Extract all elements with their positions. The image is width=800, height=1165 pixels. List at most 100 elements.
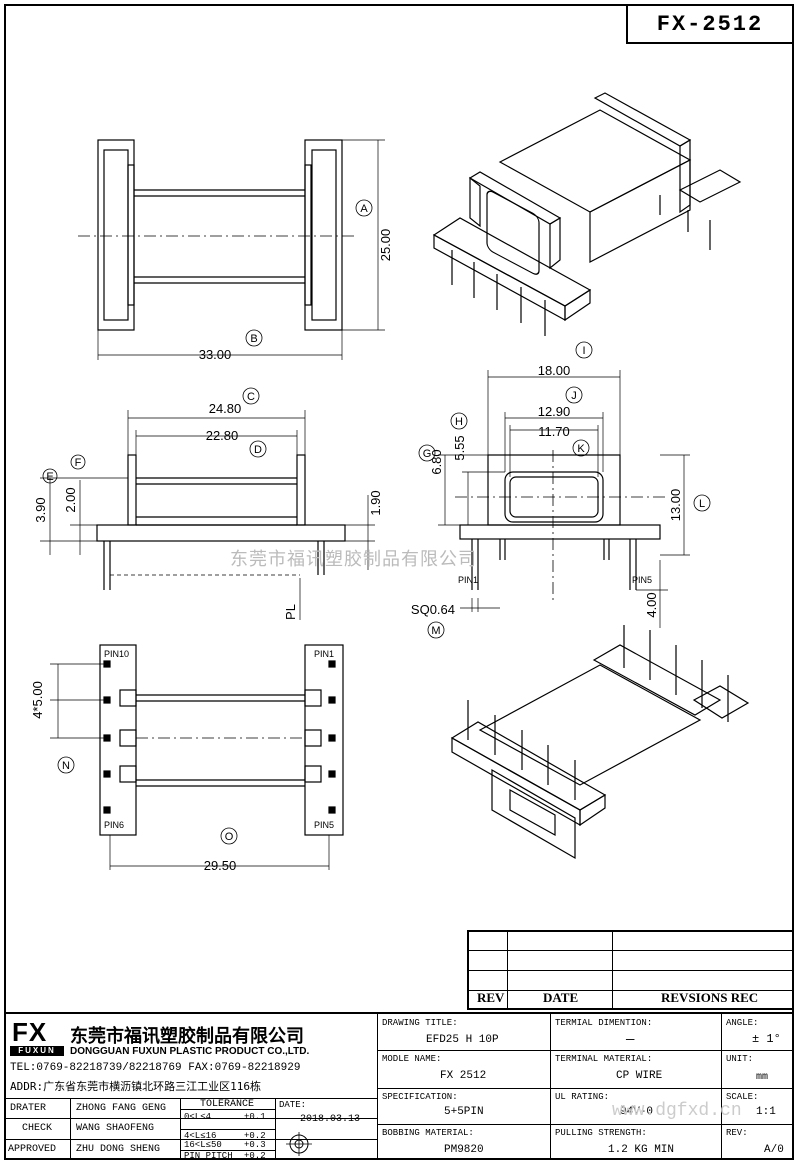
dim-2-00: 2.00 xyxy=(63,487,78,512)
tol-r2: 4<L≤16 xyxy=(184,1131,217,1141)
company-name-en: DONGGUAN FUXUN PLASTIC PRODUCT CO.,LTD. xyxy=(70,1046,310,1057)
company-tel: TEL:0769-82218739/82218769 FAX:0769-8221… xyxy=(10,1062,301,1074)
dim-13-00: 13.00 xyxy=(668,489,683,522)
tol-r3-v: +0.3 xyxy=(244,1140,266,1150)
tol-r1-v: +0.1 xyxy=(244,1112,266,1122)
drawing-frame xyxy=(4,4,794,1160)
ul-value: 94V-0 xyxy=(620,1106,654,1118)
company-logo-sub: FUXUN xyxy=(10,1046,64,1056)
dim-6-80: 6.80 xyxy=(429,449,444,474)
side-pin5-label: PIN5 xyxy=(632,575,652,585)
tol-r1: 0<L≤4 xyxy=(184,1112,212,1122)
date-label: DATE: xyxy=(279,1100,307,1110)
bottom-view xyxy=(50,644,344,870)
term-mat-label: TERMINAL MATERIAL: xyxy=(555,1054,653,1064)
dim-25: 25.00 xyxy=(378,229,393,262)
unit-value: mm xyxy=(756,1072,769,1083)
term-dim-label: TERMIAL DIMENTION: xyxy=(555,1018,653,1028)
date-header: DATE xyxy=(543,990,579,1005)
side-pin1-label: PIN1 xyxy=(458,575,478,585)
approved-value: ZHU DONG SHENG xyxy=(76,1144,161,1155)
ul-label: UL RATING: xyxy=(555,1092,610,1102)
tag-e: E xyxy=(46,471,53,483)
pull-value: 1.2 KG MIN xyxy=(608,1144,675,1156)
tag-j: J xyxy=(571,390,577,402)
iso-view-top xyxy=(432,92,742,336)
company-name-cn: 东莞市福讯塑胶制品有限公司 xyxy=(70,1026,304,1047)
dim-33: 33.00 xyxy=(199,347,232,362)
angle-label: ANGLE: xyxy=(726,1018,759,1028)
watermark-url: www.dgfxd.cn xyxy=(612,1101,742,1121)
date-value: 2018.03.13 xyxy=(300,1114,361,1125)
revision-table: REV DATE REVSIONS REC xyxy=(467,930,794,1010)
company-logo: FX xyxy=(12,1017,48,1047)
tag-i: I xyxy=(582,345,585,357)
dim-4-00: 4.00 xyxy=(644,592,659,617)
scale-value: 1:1 xyxy=(756,1106,776,1118)
unit-label: UNIT: xyxy=(726,1054,754,1064)
dim-29-50: 29.50 xyxy=(204,858,237,873)
bottom-pin10-label: PIN10 xyxy=(104,649,129,659)
drater-label: DRATER xyxy=(10,1103,47,1114)
revisions-header: REVSIONS REC xyxy=(661,990,759,1005)
tag-m: M xyxy=(431,625,440,637)
tag-a: A xyxy=(360,203,368,215)
tag-n: N xyxy=(62,760,70,772)
iso-view-bottom xyxy=(450,625,750,860)
top-view xyxy=(78,139,385,360)
model-label: MODLE NAME: xyxy=(382,1054,442,1064)
tag-g: G xyxy=(423,448,432,460)
tag-l: L xyxy=(699,498,705,510)
tag-h: H xyxy=(455,416,463,428)
tol-r3: 16<L≤50 xyxy=(184,1140,222,1150)
tol-r2-v: +0.2 xyxy=(244,1131,266,1141)
check-label: CHECK xyxy=(22,1123,53,1134)
dim-24-80: 24.80 xyxy=(209,401,242,416)
tag-d: D xyxy=(254,444,262,456)
tag-b: B xyxy=(250,333,257,345)
angle-value: ± 1° xyxy=(752,1032,781,1046)
bottom-pin1-label: PIN1 xyxy=(314,649,334,659)
projection-symbol xyxy=(286,1132,312,1156)
drawing-number: FX-2512 xyxy=(626,4,794,44)
watermark-company: 东莞市福讯塑胶制品有限公司 xyxy=(230,549,477,570)
dim-3-90: 3.90 xyxy=(33,497,48,522)
rev-label: REV: xyxy=(726,1128,748,1138)
dim-sq: SQ0.64 xyxy=(411,602,455,617)
term-mat-value: CP WIRE xyxy=(616,1070,663,1082)
dim-11-70: 11.70 xyxy=(538,424,570,439)
tag-o: O xyxy=(225,831,234,843)
drawing-title-label: DRAWING TITLE: xyxy=(382,1018,458,1028)
bobbin-value: PM9820 xyxy=(444,1144,484,1156)
model-value: FX 2512 xyxy=(440,1070,487,1082)
technical-drawing: A 25.00 33.00 B 24.80 C 22.80 D E F 3.90… xyxy=(30,92,750,873)
bottom-pin5-label: PIN5 xyxy=(314,820,334,830)
rev-value: A/0 xyxy=(764,1144,784,1156)
bobbin-label: BOBBING MATERIAL: xyxy=(382,1128,474,1138)
dim-1-90: 1.90 xyxy=(368,490,383,515)
title-block: FX FUXUN 东莞市福讯塑胶制品有限公司 DONGGUAN FUXUN PL… xyxy=(4,1012,794,1162)
dim-pitch: 4*5.00 xyxy=(30,681,45,719)
bottom-pin6-label: PIN6 xyxy=(104,820,124,830)
drawing-title-value: EFD25 H 10P xyxy=(426,1034,499,1046)
drater-value: ZHONG FANG GENG xyxy=(76,1103,167,1114)
company-addr: ADDR:广东省东莞市横沥镇北环路三江工业区116栋 xyxy=(10,1080,261,1093)
dim-18-00: 18.00 xyxy=(538,363,571,378)
front-view xyxy=(40,387,375,620)
check-value: WANG SHAOFENG xyxy=(76,1123,155,1134)
dim-pl: PL xyxy=(283,604,298,620)
rev-header: REV xyxy=(477,990,505,1005)
scale-label: SCALE: xyxy=(726,1092,759,1102)
approved-label: APPROVED xyxy=(8,1144,57,1155)
pull-label: PULLING STRENGTH: xyxy=(555,1128,647,1138)
tag-k: K xyxy=(577,443,585,455)
dim-12-90: 12.90 xyxy=(538,404,571,419)
spec-value: 5+5PIN xyxy=(444,1106,484,1118)
tolerance-title: TOLERANCE xyxy=(200,1099,255,1110)
dim-5-55: 5.55 xyxy=(452,435,467,460)
tag-f: F xyxy=(75,457,82,469)
tol-r4-v: +0.2 xyxy=(244,1151,266,1161)
tag-c: C xyxy=(247,391,255,403)
spec-label: SPECIFICATION: xyxy=(382,1092,458,1102)
side-view xyxy=(418,341,711,639)
